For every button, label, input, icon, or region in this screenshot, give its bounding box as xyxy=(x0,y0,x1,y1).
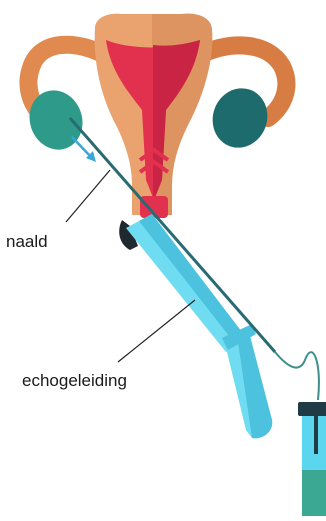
needle-label: naald xyxy=(6,232,48,251)
collection-tube-icon xyxy=(298,402,326,516)
guide-label: echogeleiding xyxy=(22,371,127,390)
uterus xyxy=(95,14,213,218)
ultrasound-probe xyxy=(119,214,272,438)
needle-leader-line xyxy=(66,170,110,222)
tubing xyxy=(275,352,319,400)
ovary-right xyxy=(204,81,275,156)
direction-arrow-icon xyxy=(72,137,96,162)
guide-leader-line xyxy=(118,300,195,362)
